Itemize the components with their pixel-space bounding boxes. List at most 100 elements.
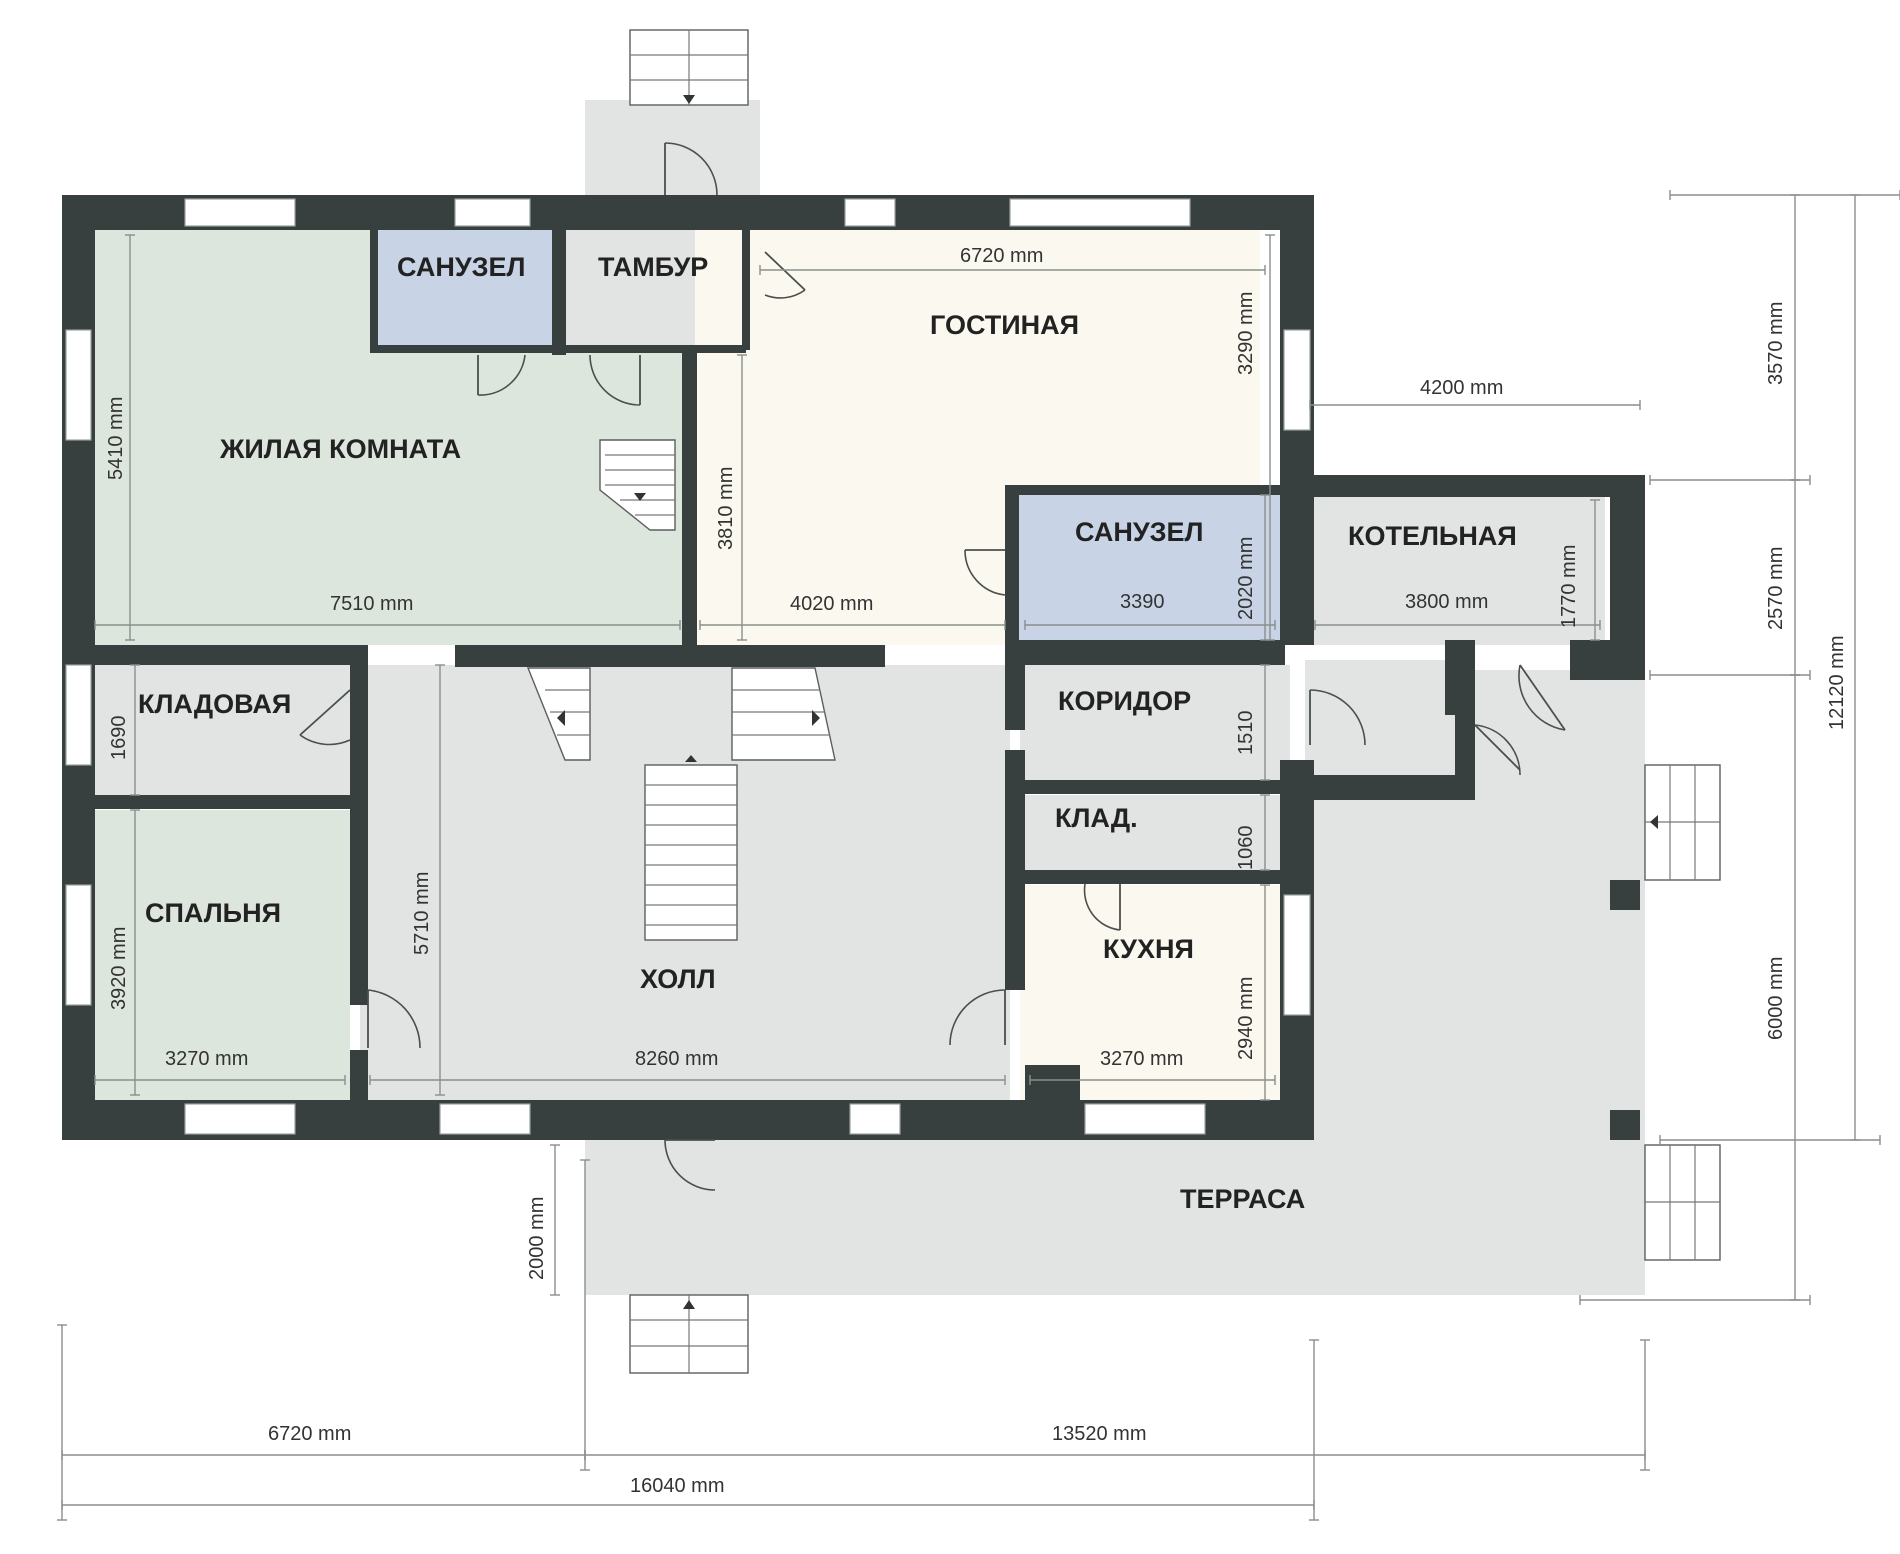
- dim-holl-width: 8260 mm: [635, 1048, 718, 1070]
- label-sanuzel-2: САНУЗЕЛ: [1075, 517, 1204, 547]
- wall-tambur-right: [742, 230, 750, 350]
- door-tambur-inner: [589, 354, 641, 406]
- dimension-ticks: [57, 190, 1900, 1521]
- dim-gostinaya-width: 6720 mm: [960, 245, 1043, 267]
- dim-gostinaya-height: 3290 mm: [1235, 292, 1257, 375]
- dim-kotelnaya-width: 3800 mm: [1405, 591, 1488, 613]
- room-labels: САНУЗЕЛ ТАМБУР ГОСТИНАЯ ЖИЛАЯ КОМНАТА СА…: [138, 252, 1517, 1214]
- door-kotelnaya: [1518, 664, 1566, 731]
- dimension-labels: 6720 mm 3290 mm 5410 mm 7510 mm 3810 mm …: [105, 245, 1848, 1497]
- door-corridor: [1309, 689, 1366, 746]
- dim-bottom-total: 16040 mm: [630, 1475, 725, 1497]
- door-spalnya: [367, 989, 421, 1049]
- dim-kuhnya-height: 2940 mm: [1235, 977, 1257, 1060]
- stair-living-room: [599, 439, 676, 531]
- wall-corridor-top: [1005, 640, 1285, 665]
- label-klad: КЛАД.: [1055, 803, 1138, 833]
- door-tambur: [764, 251, 806, 299]
- door-vestibule: [1474, 724, 1521, 776]
- label-kotelnaya: КОТЕЛЬНАЯ: [1348, 521, 1517, 551]
- wall-kladovaya-top: [95, 645, 365, 665]
- wall-kotelnaya-top: [1280, 475, 1645, 497]
- stair-porch-top: [629, 29, 749, 106]
- dim-right-low: 6000 mm: [1765, 957, 1787, 1040]
- dim-spalnya-height: 3920 mm: [108, 927, 130, 1010]
- kuhnya-floor: [1020, 885, 1280, 1100]
- doors: [299, 142, 1566, 1191]
- dim-zhilaya-height: 5410 mm: [105, 397, 127, 480]
- door-kitchen: [949, 989, 1006, 1046]
- dim-right-top: 3570 mm: [1765, 302, 1787, 385]
- window-left-3: [65, 884, 92, 1006]
- window-top-1: [184, 198, 296, 227]
- label-koridor: КОРИДОР: [1058, 686, 1191, 716]
- floor-fills: [85, 100, 1645, 1295]
- window-bottom-3: [849, 1103, 901, 1135]
- door-sanuzel-2: [964, 549, 1006, 596]
- dim-kladovaya-height: 1690: [108, 716, 130, 761]
- dim-kotelnaya-height: 1770 mm: [1558, 545, 1580, 628]
- wall-vestibule-stub: [1455, 680, 1475, 795]
- window-top-4: [1009, 198, 1191, 227]
- terrace-post-1: [1610, 880, 1640, 910]
- windows: [65, 198, 1311, 1135]
- kotelnaya-floor: [1305, 495, 1605, 645]
- dim-right-mid: 2570 mm: [1765, 547, 1787, 630]
- dim-bottom-left: 6720 mm: [268, 1423, 351, 1445]
- dim-sanuzel2-width: 3390: [1120, 591, 1165, 613]
- label-kladovaya: КЛАДОВАЯ: [138, 689, 291, 719]
- label-tambur: ТАМБУР: [598, 252, 708, 282]
- wall-klad-bottom: [1025, 870, 1280, 884]
- window-bottom-1: [184, 1103, 296, 1135]
- wall-klad-top: [1025, 780, 1280, 794]
- door-kladovaya: [299, 689, 351, 746]
- door-terrace: [664, 1139, 716, 1191]
- window-top-3: [844, 198, 896, 227]
- window-left-1: [65, 329, 92, 441]
- sanuzel-2-floor: [1010, 490, 1280, 645]
- dim-klad-height: 1060: [1235, 826, 1257, 871]
- label-sanuzel-1: САНУЗЕЛ: [397, 252, 526, 282]
- wall-tambur-bottom: [566, 345, 746, 353]
- wall-sanuzel1-right: [552, 230, 566, 355]
- label-gostinaya: ГОСТИНАЯ: [930, 310, 1079, 340]
- wall-sanuzel2-top: [1005, 485, 1280, 495]
- window-bottom-2: [439, 1103, 531, 1135]
- dimension-lines: [61, 194, 1900, 1520]
- kladovaya-floor: [85, 665, 360, 800]
- label-kuhnya: КУХНЯ: [1103, 934, 1194, 964]
- wall-sanuzel1-left: [370, 230, 378, 350]
- door-entry-top: [664, 142, 718, 196]
- wall-corridor-left: [1005, 640, 1025, 730]
- wall-hall-top: [455, 645, 885, 667]
- vestibule-floor: [1305, 660, 1455, 780]
- stair-porch-right-2: [1644, 1144, 1721, 1261]
- dim-hall-upper-height: 3810 mm: [715, 467, 737, 550]
- label-spalnya: СПАЛЬНЯ: [145, 898, 281, 928]
- spalnya-floor: [85, 810, 350, 1100]
- wall-kotelnaya-bottom: [1570, 640, 1645, 680]
- stairs: [526, 29, 1721, 1374]
- stair-hall-main: [526, 667, 836, 941]
- dim-right-total: 12120 mm: [1826, 636, 1848, 731]
- sanuzel-1-floor: [375, 230, 555, 345]
- dim-terrace-right-width: 4200 mm: [1420, 377, 1503, 399]
- dim-sanuzel2-height: 2020 mm: [1235, 537, 1257, 620]
- porch-top-floor: [585, 100, 760, 195]
- wall-zhilaya-right: [682, 350, 697, 650]
- wall-spalnya-right: [350, 1050, 368, 1105]
- dim-holl-height: 5710 mm: [411, 872, 433, 955]
- door-klad: [1083, 883, 1121, 931]
- wall-kitchen-notch: [1025, 1065, 1080, 1105]
- dim-bottom-right: 13520 mm: [1052, 1423, 1147, 1445]
- dim-hall-upper-width: 4020 mm: [790, 593, 873, 615]
- wall-kitchen-left: [1005, 750, 1025, 990]
- wall-spalnya-top: [95, 795, 350, 809]
- terrace-post-2: [1610, 1110, 1640, 1140]
- wall-kladovaya-right: [350, 645, 368, 1005]
- dim-spalnya-width: 3270 mm: [165, 1048, 248, 1070]
- door-sanuzel-1: [477, 354, 526, 396]
- window-right-2: [1283, 894, 1311, 1016]
- dim-terrace-depth: 2000 mm: [526, 1197, 548, 1280]
- wall-vestibule-bottom: [1290, 775, 1475, 800]
